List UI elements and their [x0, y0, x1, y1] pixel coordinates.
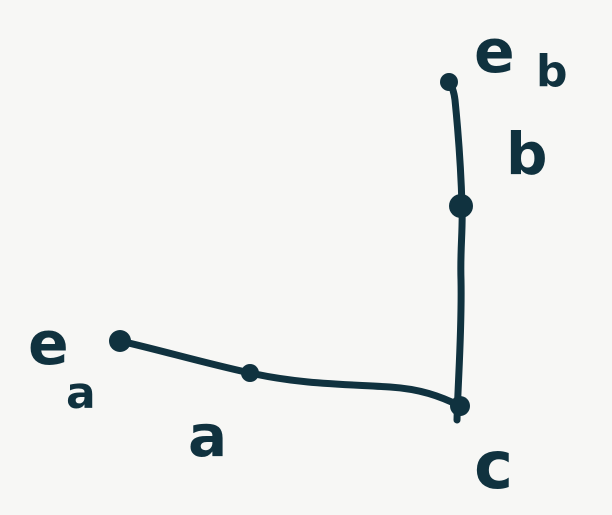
- vertex-e-b-label-subscript: b: [536, 46, 568, 97]
- vertex-e-a-label: e: [28, 309, 69, 379]
- vertex-e-a-dot: [109, 330, 131, 352]
- edge-b-label: b: [506, 120, 548, 188]
- vertex-e-a-label-subscript: a: [66, 368, 96, 419]
- vertex-e-b-label: e: [474, 17, 515, 87]
- edge-b-midpoint-dot: [449, 194, 473, 218]
- edge-a: [116, 337, 464, 410]
- vertex-c-dot: [450, 396, 470, 416]
- edge-a-label: a: [188, 402, 227, 470]
- vertex-c-label: c: [474, 427, 513, 504]
- vertex-e-b-dot: [440, 73, 458, 91]
- edge-a-midpoint-dot: [241, 364, 259, 382]
